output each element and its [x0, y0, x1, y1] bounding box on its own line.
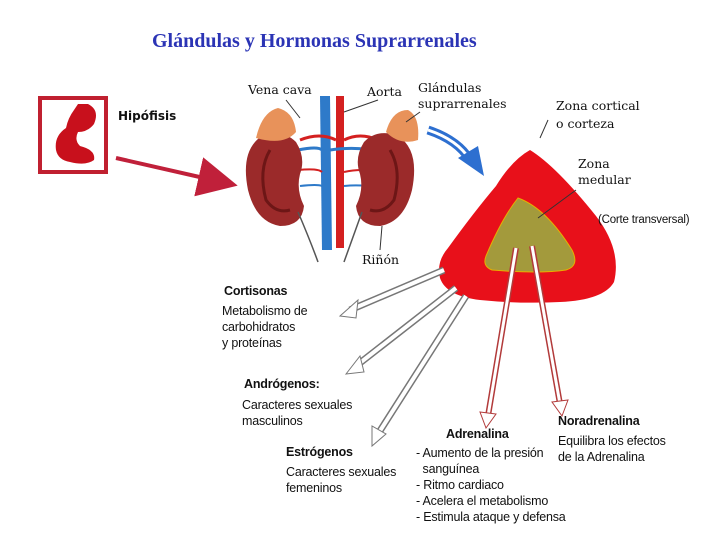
zona-medular-label-line2: medular [578, 172, 631, 187]
noradrenalina-line-1: Equilibra los efectos [558, 434, 666, 448]
androgenos-line-2: masculinos [242, 414, 303, 428]
aorta-label: Aorta [367, 84, 403, 99]
adrenalina-name: Adrenalina [446, 427, 509, 441]
zona-medular-label-line1: Zona [578, 156, 610, 171]
cortisonas-name: Cortisonas [224, 284, 288, 298]
cortisonas-line-3: y proteínas [222, 336, 282, 350]
adrenalina-line-5: - Estimula ataque y defensa [416, 510, 566, 524]
hipofisis-label: Hipófisis [118, 109, 177, 123]
estrogenos-line-1: Caracteres sexuales [286, 465, 397, 479]
glandulas-label-line1: Glándulas [418, 80, 482, 95]
page-title: Glándulas y Hormonas Suprarrenales [152, 30, 477, 52]
estrogenos-name: Estrógenos [286, 445, 353, 459]
zona-cortical-label-line2: o corteza [556, 116, 615, 131]
corte-transversal-label: (Corte transversal) [598, 214, 690, 226]
estrogenos-arrow [371, 294, 469, 448]
pituitary-gland-icon [38, 96, 108, 174]
zona-cortical-label-line1: Zona cortical [556, 98, 640, 113]
estrogenos-line-2: femeninos [286, 481, 342, 495]
adrenalina-arrow [479, 247, 519, 430]
androgenos-line-1: Caracteres sexuales [242, 398, 353, 412]
adrenalina-line-3: - Ritmo cardiaco [416, 478, 504, 492]
kidneys-adrenal-illustration [245, 96, 421, 263]
rinon-label: Riñón [362, 252, 400, 267]
zoom-arrow [426, 125, 484, 176]
glandulas-label-line2: suprarrenales [418, 96, 507, 111]
androgenos-arrow [344, 285, 459, 375]
adrenalina-line-1: - Aumento de la presión [416, 446, 544, 460]
vena-cava-label: Vena cava [248, 82, 312, 97]
noradrenalina-line-2: de la Adrenalina [558, 450, 645, 464]
adrenalina-line-2: sanguínea [416, 462, 480, 476]
cortisonas-line-1: Metabolismo de [222, 304, 308, 318]
androgenos-name: Andrógenos: [244, 377, 320, 391]
cortisonas-arrow [338, 266, 446, 319]
adrenalina-line-4: - Acelera el metabolismo [416, 494, 549, 508]
noradrenalina-arrow [529, 245, 569, 418]
cortisonas-line-2: carbohidratos [222, 320, 296, 334]
noradrenalina-name: Noradrenalina [558, 414, 640, 428]
pituitary-to-adrenal-arrow [115, 156, 238, 197]
